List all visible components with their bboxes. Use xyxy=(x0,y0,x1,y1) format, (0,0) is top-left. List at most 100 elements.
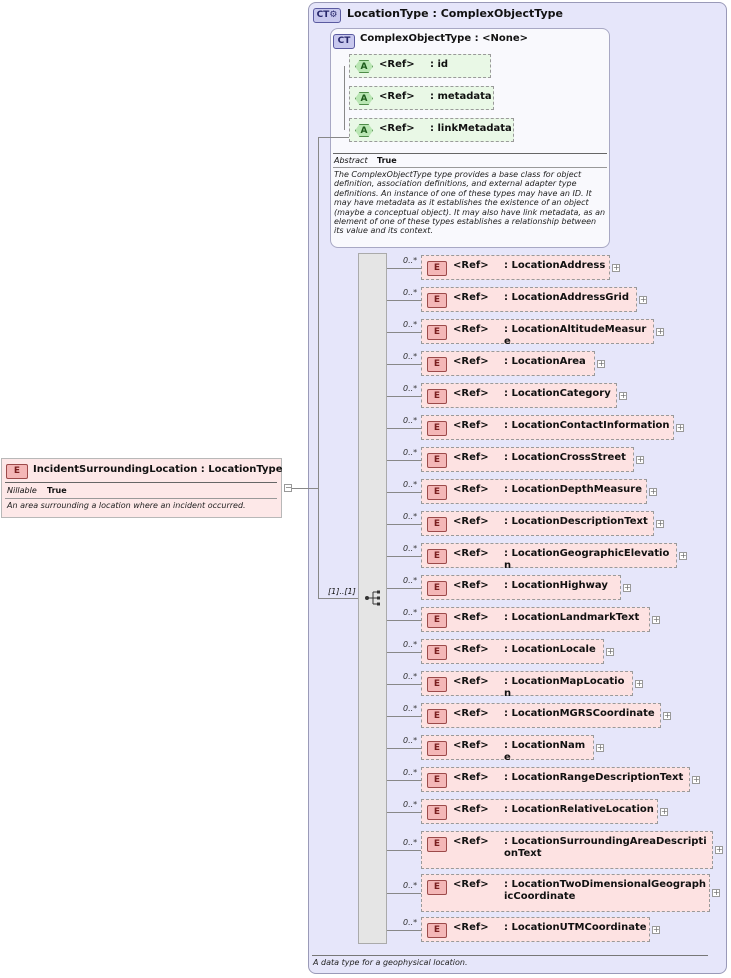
expand-toggle[interactable]: + xyxy=(656,326,664,336)
element-ref: <Ref> xyxy=(453,772,489,783)
expand-toggle[interactable]: + xyxy=(652,614,660,624)
expand-toggle[interactable]: + xyxy=(652,924,660,934)
sequence-element[interactable] xyxy=(421,319,654,344)
element-multiplicity: 0..* xyxy=(403,319,418,329)
connector-line xyxy=(387,363,421,365)
sequence-element[interactable] xyxy=(421,543,677,568)
sequence-element[interactable] xyxy=(421,671,633,696)
expand-toggle[interactable]: + xyxy=(649,486,657,496)
sequence-element[interactable] xyxy=(421,607,650,632)
element-ref: <Ref> xyxy=(453,740,489,751)
sequence-multiplicity: [1]..[1] xyxy=(328,587,356,596)
connector-line xyxy=(387,395,421,397)
element-name: : LocationAddressGrid xyxy=(504,292,629,303)
sequence-element[interactable] xyxy=(421,639,604,664)
sequence-element[interactable] xyxy=(421,767,690,792)
sequence-element[interactable] xyxy=(421,447,634,472)
expand-toggle[interactable]: + xyxy=(597,358,605,368)
attribute-name: : metadata xyxy=(430,91,492,102)
connector-line xyxy=(387,459,421,461)
expand-toggle[interactable]: + xyxy=(639,294,647,304)
root-element-title: IncidentSurroundingLocation : LocationTy… xyxy=(33,464,283,475)
element-name: : LocationCategory xyxy=(504,388,611,399)
element-name: : LocationRelativeLocation xyxy=(504,804,654,815)
element-name: : LocationGeographicElevation xyxy=(504,548,670,571)
element-multiplicity: 0..* xyxy=(403,351,418,361)
expand-toggle[interactable]: + xyxy=(676,422,684,432)
element-icon: E xyxy=(427,581,447,596)
expand-toggle[interactable]: + xyxy=(663,710,671,720)
attribute-name: : id xyxy=(430,59,449,70)
base-type-title: ComplexObjectType : <None> xyxy=(360,33,528,44)
element-multiplicity: 0..* xyxy=(403,415,418,425)
sequence-element[interactable] xyxy=(421,703,661,728)
element-name: : LocationContactInformation xyxy=(504,420,670,431)
connector-line xyxy=(387,491,421,493)
collapse-toggle[interactable]: − xyxy=(284,483,292,492)
sequence-element[interactable] xyxy=(421,287,637,312)
element-name: : LocationUTMCoordinate xyxy=(504,922,647,933)
expand-toggle[interactable]: + xyxy=(619,390,627,400)
element-icon: E xyxy=(427,549,447,564)
expand-toggle[interactable]: + xyxy=(612,262,620,272)
sequence-element[interactable] xyxy=(421,351,595,376)
expand-toggle[interactable]: + xyxy=(623,582,631,592)
element-ref: <Ref> xyxy=(453,548,489,559)
abstract-label: Abstract xyxy=(334,156,368,165)
expand-toggle[interactable]: + xyxy=(679,550,687,560)
divider xyxy=(5,498,277,499)
sequence-element[interactable] xyxy=(421,479,647,504)
sequence-element[interactable] xyxy=(421,383,617,408)
element-name: : LocationAltitudeMeasure xyxy=(504,324,647,347)
element-name: : LocationArea xyxy=(504,356,586,367)
sequence-element[interactable] xyxy=(421,255,610,280)
nillable-label: Nillable xyxy=(7,486,37,495)
expand-toggle[interactable]: + xyxy=(656,518,664,528)
connector-line xyxy=(387,779,421,781)
element-ref: <Ref> xyxy=(453,708,489,719)
base-type-icon: CT xyxy=(333,34,355,49)
expand-toggle[interactable]: + xyxy=(606,646,614,656)
root-element-box[interactable] xyxy=(1,458,282,518)
connector-line xyxy=(387,267,421,269)
sequence-element[interactable] xyxy=(421,735,594,760)
sequence-element[interactable] xyxy=(421,874,710,912)
attribute-id[interactable] xyxy=(349,54,491,78)
attribute-connector xyxy=(344,66,345,130)
attribute-linkmetadata[interactable] xyxy=(349,118,514,142)
expand-toggle[interactable]: + xyxy=(635,678,643,688)
element-multiplicity: 0..* xyxy=(403,881,418,890)
element-ref: <Ref> xyxy=(453,879,489,890)
element-multiplicity: 0..* xyxy=(403,511,418,521)
sequence-element[interactable] xyxy=(421,917,650,942)
element-icon: E xyxy=(427,837,447,852)
element-name: : LocationMapLocation xyxy=(504,676,625,699)
root-element-documentation: An area surrounding a location where an … xyxy=(7,501,246,510)
element-icon: E xyxy=(427,773,447,788)
expand-toggle[interactable]: + xyxy=(636,454,644,464)
element-ref: <Ref> xyxy=(453,356,489,367)
expand-toggle[interactable]: + xyxy=(596,742,604,752)
element-ref: <Ref> xyxy=(453,676,489,687)
sequence-element[interactable] xyxy=(421,575,621,600)
element-ref: <Ref> xyxy=(453,388,489,399)
sequence-element[interactable] xyxy=(421,831,713,869)
divider xyxy=(312,955,708,956)
sequence-element[interactable] xyxy=(421,799,658,824)
expand-toggle[interactable]: + xyxy=(692,774,700,784)
element-name: : LocationDepthMeasure xyxy=(504,484,643,495)
element-icon: E xyxy=(427,645,447,660)
sequence-element[interactable] xyxy=(421,511,654,536)
attribute-metadata[interactable] xyxy=(349,86,494,110)
element-icon: E xyxy=(427,709,447,724)
complex-type-documentation: A data type for a geophysical location. xyxy=(313,958,468,967)
expand-toggle[interactable]: + xyxy=(660,806,668,816)
connector-line xyxy=(387,893,421,894)
element-icon: E xyxy=(427,485,447,500)
expand-toggle[interactable]: + xyxy=(715,845,723,854)
connector-line xyxy=(318,598,358,599)
element-icon: E xyxy=(427,880,447,895)
expand-toggle[interactable]: + xyxy=(712,888,720,897)
sequence-element[interactable] xyxy=(421,415,674,440)
connector-line xyxy=(387,811,421,813)
